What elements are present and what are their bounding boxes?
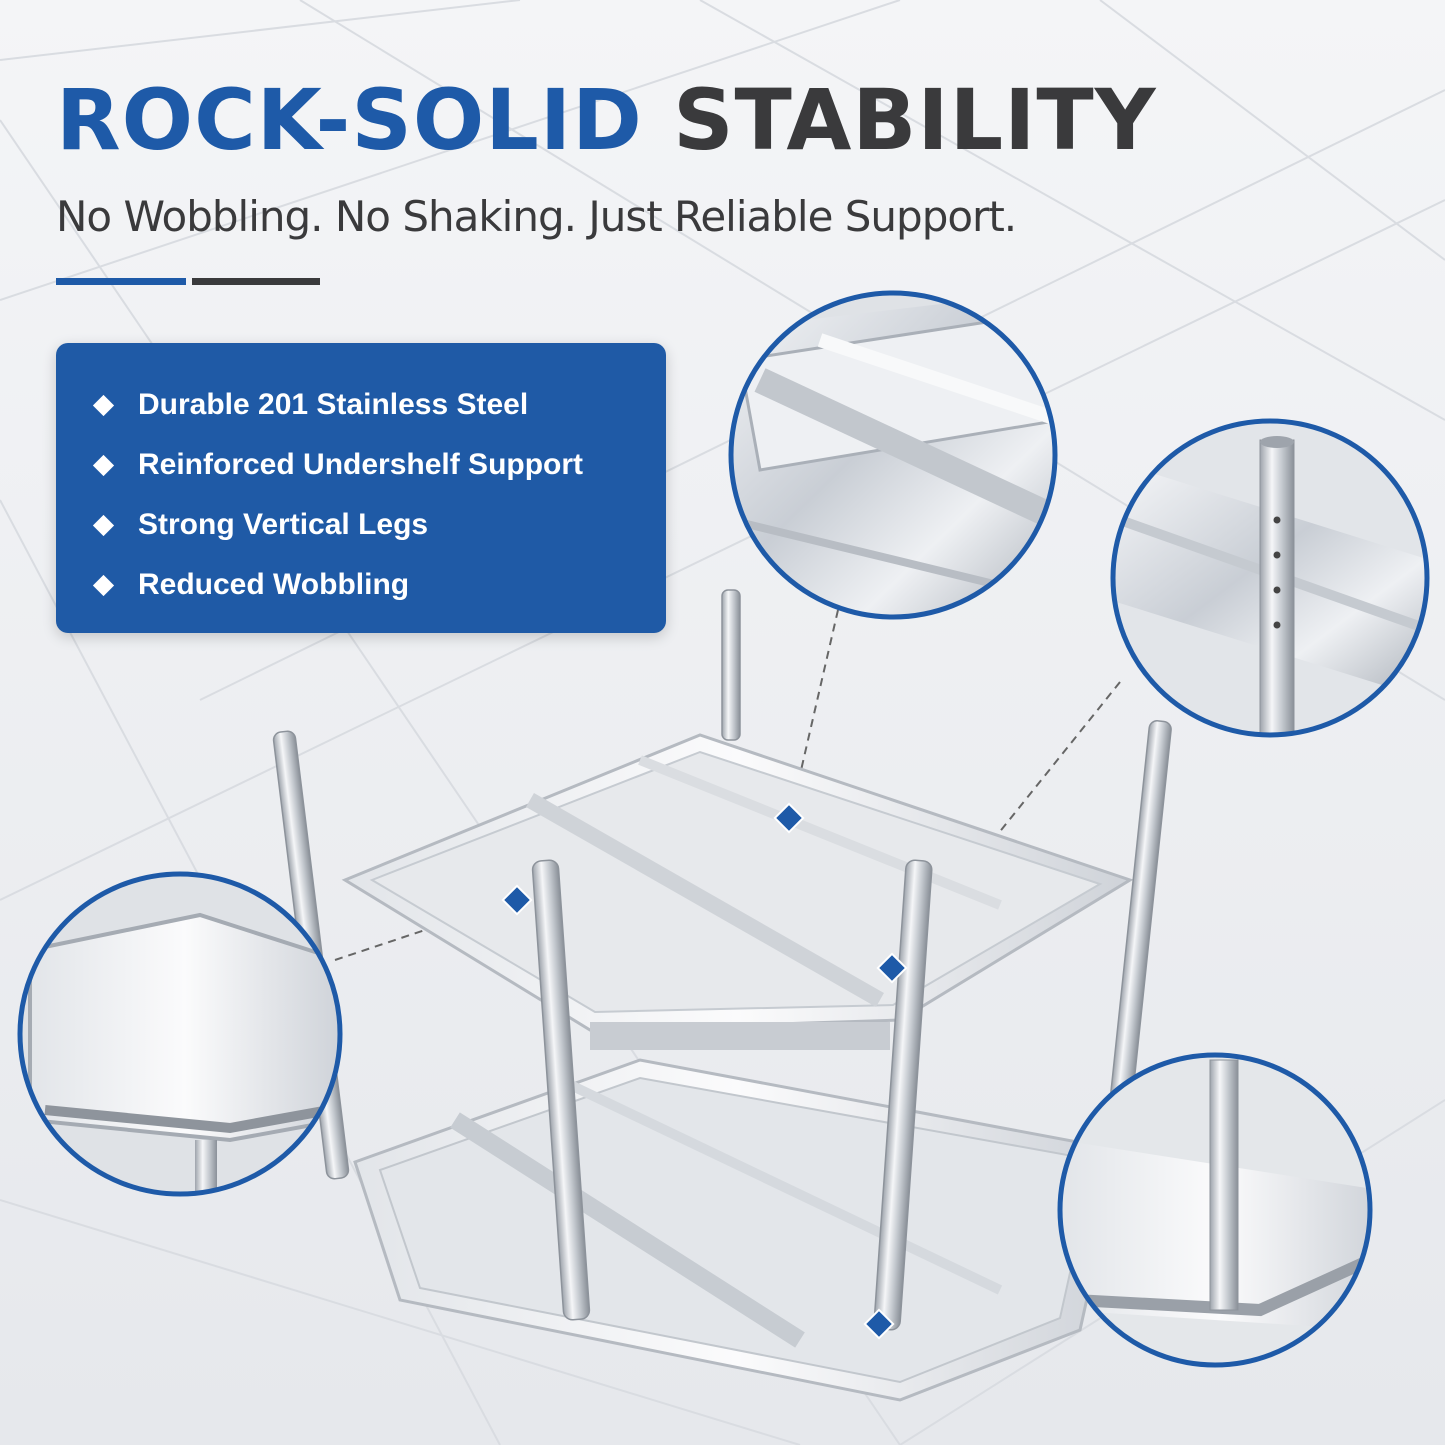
feature-label: Reduced Wobbling [138, 568, 410, 601]
accent-bar-blue [56, 278, 186, 285]
feature-item: Reinforced Undershelf Support [92, 435, 666, 495]
zoom-callout-shelf-frame [728, 290, 1058, 620]
zoom-callout-leg [1110, 418, 1430, 738]
feature-item: Durable 201 Stainless Steel [92, 375, 666, 435]
feature-label: Reinforced Undershelf Support [138, 448, 584, 481]
feature-label: Strong Vertical Legs [138, 508, 429, 541]
zoom-callout-leg-base [1057, 1052, 1373, 1368]
feature-item: Strong Vertical Legs [92, 495, 666, 555]
zoom-callout-shelf-corner [17, 871, 343, 1197]
feature-label: Durable 201 Stainless Steel [138, 388, 529, 421]
feature-item: Reduced Wobbling [92, 555, 666, 615]
headline: ROCK-SOLID STABILITY [56, 78, 1157, 162]
feature-box: Durable 201 Stainless Steel Reinforced U… [56, 343, 666, 633]
diamond-marker-icon [501, 802, 908, 1340]
accent-bar-dark [192, 278, 320, 285]
feature-list: Durable 201 Stainless Steel Reinforced U… [56, 343, 666, 615]
subtitle: No Wobbling. No Shaking. Just Reliable S… [56, 192, 1017, 241]
headline-accent: ROCK-SOLID [56, 71, 643, 169]
headline-main: STABILITY [673, 71, 1157, 169]
